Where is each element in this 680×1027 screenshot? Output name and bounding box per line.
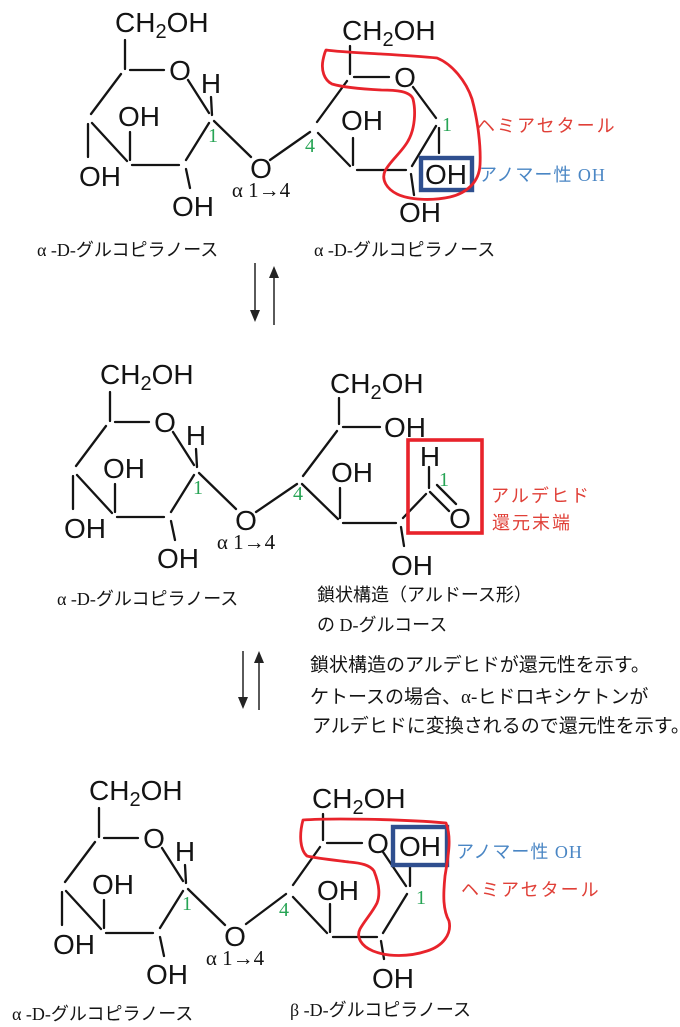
ch2oh-label: CH2OH [342, 15, 436, 51]
anomeric-hydroxyl: OH [399, 831, 441, 862]
hemiacetal-annotation: ヘミアセタール [477, 116, 617, 136]
ring-oxygen: O [367, 828, 389, 859]
bottom-structure: CH2OH O OH OH OH 4 1 アノマー性 OH ヘミアセタール α … [12, 773, 601, 1024]
aldehyde-hydrogen: H [420, 441, 440, 472]
down-arrow-head [238, 697, 248, 709]
ring-oxygen: O [394, 62, 416, 93]
top-left-ring-name: α -D-グルコピラノース [37, 240, 218, 260]
c2-hydroxyl: OH [172, 191, 214, 222]
ring-bonds [86, 38, 253, 190]
anomeric-oh-annotation: アノマー性 OH [479, 165, 606, 185]
reducing-property-note: 鎖状構造のアルデヒドが還元性を示す。 ケトースの場合、α-ヒドロキシケトンが ア… [310, 654, 680, 737]
ch2oh-label: CH2OH [330, 368, 424, 404]
anomeric-oh-highlight-box [390, 824, 450, 868]
ring-bonds [268, 44, 441, 197]
carbon-1-number: 1 [442, 114, 452, 136]
hemiacetal-freehand-loop [321, 48, 482, 201]
aldehyde-oxygen: O [449, 503, 471, 534]
alpha-1-4-linkage-label: α 1→4 [232, 178, 291, 202]
ch2oh-label: CH2OH [115, 7, 209, 43]
note-line-1: 鎖状構造のアルデヒドが還元性を示す。 [310, 654, 650, 676]
hemiacetal-annotation: ヘミアセタール [461, 880, 601, 900]
carbon-4-number: 4 [279, 899, 289, 921]
c5-hydroxyl: OH [384, 412, 426, 443]
middle-structure: CH2OH OH OH OH H O 4 1 アルデヒド 還元末端 α -D-グ… [57, 357, 591, 635]
bottom-right-ring-beta: CH2OH O OH OH OH 4 1 [244, 783, 451, 994]
up-arrow-head [254, 651, 264, 663]
anomeric-oh-annotation: アノマー性 OH [456, 842, 583, 862]
open-chain-aldose: CH2OH OH OH OH H O 4 1 [254, 368, 484, 581]
ring-bonds [244, 812, 412, 961]
top-right-ring-name: α -D-グルコピラノース [314, 240, 495, 260]
carbon-1-number: 1 [208, 125, 218, 147]
note-line-2: ケトースの場合、α-ヒドロキシケトンが [310, 686, 648, 708]
anomeric-hydroxyl: OH [425, 159, 467, 190]
chain-name-line1: 鎖状構造（アルドース形） [317, 585, 532, 605]
carbon-4-number: 4 [293, 483, 303, 505]
alpha-glucopyranose-ring-unit: CH2OH O H OH OH OH 1 O α 1→4 [79, 7, 291, 222]
equilibrium-arrows-bottom [238, 651, 264, 710]
c2-hydroxyl: OH [399, 197, 441, 228]
ring-oxygen: O [169, 55, 191, 86]
c4-hydroxyl: OH [79, 161, 121, 192]
up-arrow-head [269, 266, 279, 278]
chain-name-line2: の D-グルコース [317, 615, 447, 635]
note-line-3: アルデヒドに変換されるので還元性を示す。 [312, 715, 680, 737]
c3-hydroxyl: OH [331, 457, 373, 488]
middle-left-ring-name: α -D-グルコピラノース [57, 589, 238, 609]
aldehyde-highlight-box [406, 438, 484, 535]
c3-hydroxyl: OH [118, 101, 160, 132]
glycosidic-oxygen: O [250, 153, 272, 184]
aldehyde-annotation: アルデヒド [491, 486, 591, 506]
carbon-1-number: 1 [439, 469, 449, 491]
c2-hydroxyl: OH [391, 550, 433, 581]
c3-hydroxyl: OH [341, 105, 383, 136]
carbon-4-number: 4 [305, 135, 315, 157]
hemiacetal-freehand-loop [299, 817, 451, 957]
middle-left-glucopyranose-ring [62, 357, 277, 576]
ch2oh-label: CH2OH [312, 783, 406, 819]
chain-bonds [254, 396, 458, 548]
equilibrium-arrows-top [250, 263, 279, 325]
c3-hydroxyl: OH [317, 875, 359, 906]
carbon-1-number: 1 [416, 887, 426, 909]
top-structure: CH2OH O H OH OH OH 1 O α 1→4 CH2OH O OH … [37, 7, 617, 260]
c2-hydroxyl: OH [372, 963, 414, 994]
anomeric-oh-highlight-box [418, 155, 475, 193]
bottom-right-ring-name: β -D-グルコピラノース [290, 1000, 471, 1020]
down-arrow-head [250, 310, 260, 322]
c1-hydrogen: H [201, 68, 221, 99]
top-right-ring-alpha: CH2OH O OH OH OH 4 1 [268, 15, 482, 228]
bottom-left-ring-name: α -D-グルコピラノース [12, 1004, 193, 1024]
reducing-end-annotation: 還元末端 [492, 513, 572, 533]
bottom-left-glucopyranose-ring [51, 773, 266, 992]
